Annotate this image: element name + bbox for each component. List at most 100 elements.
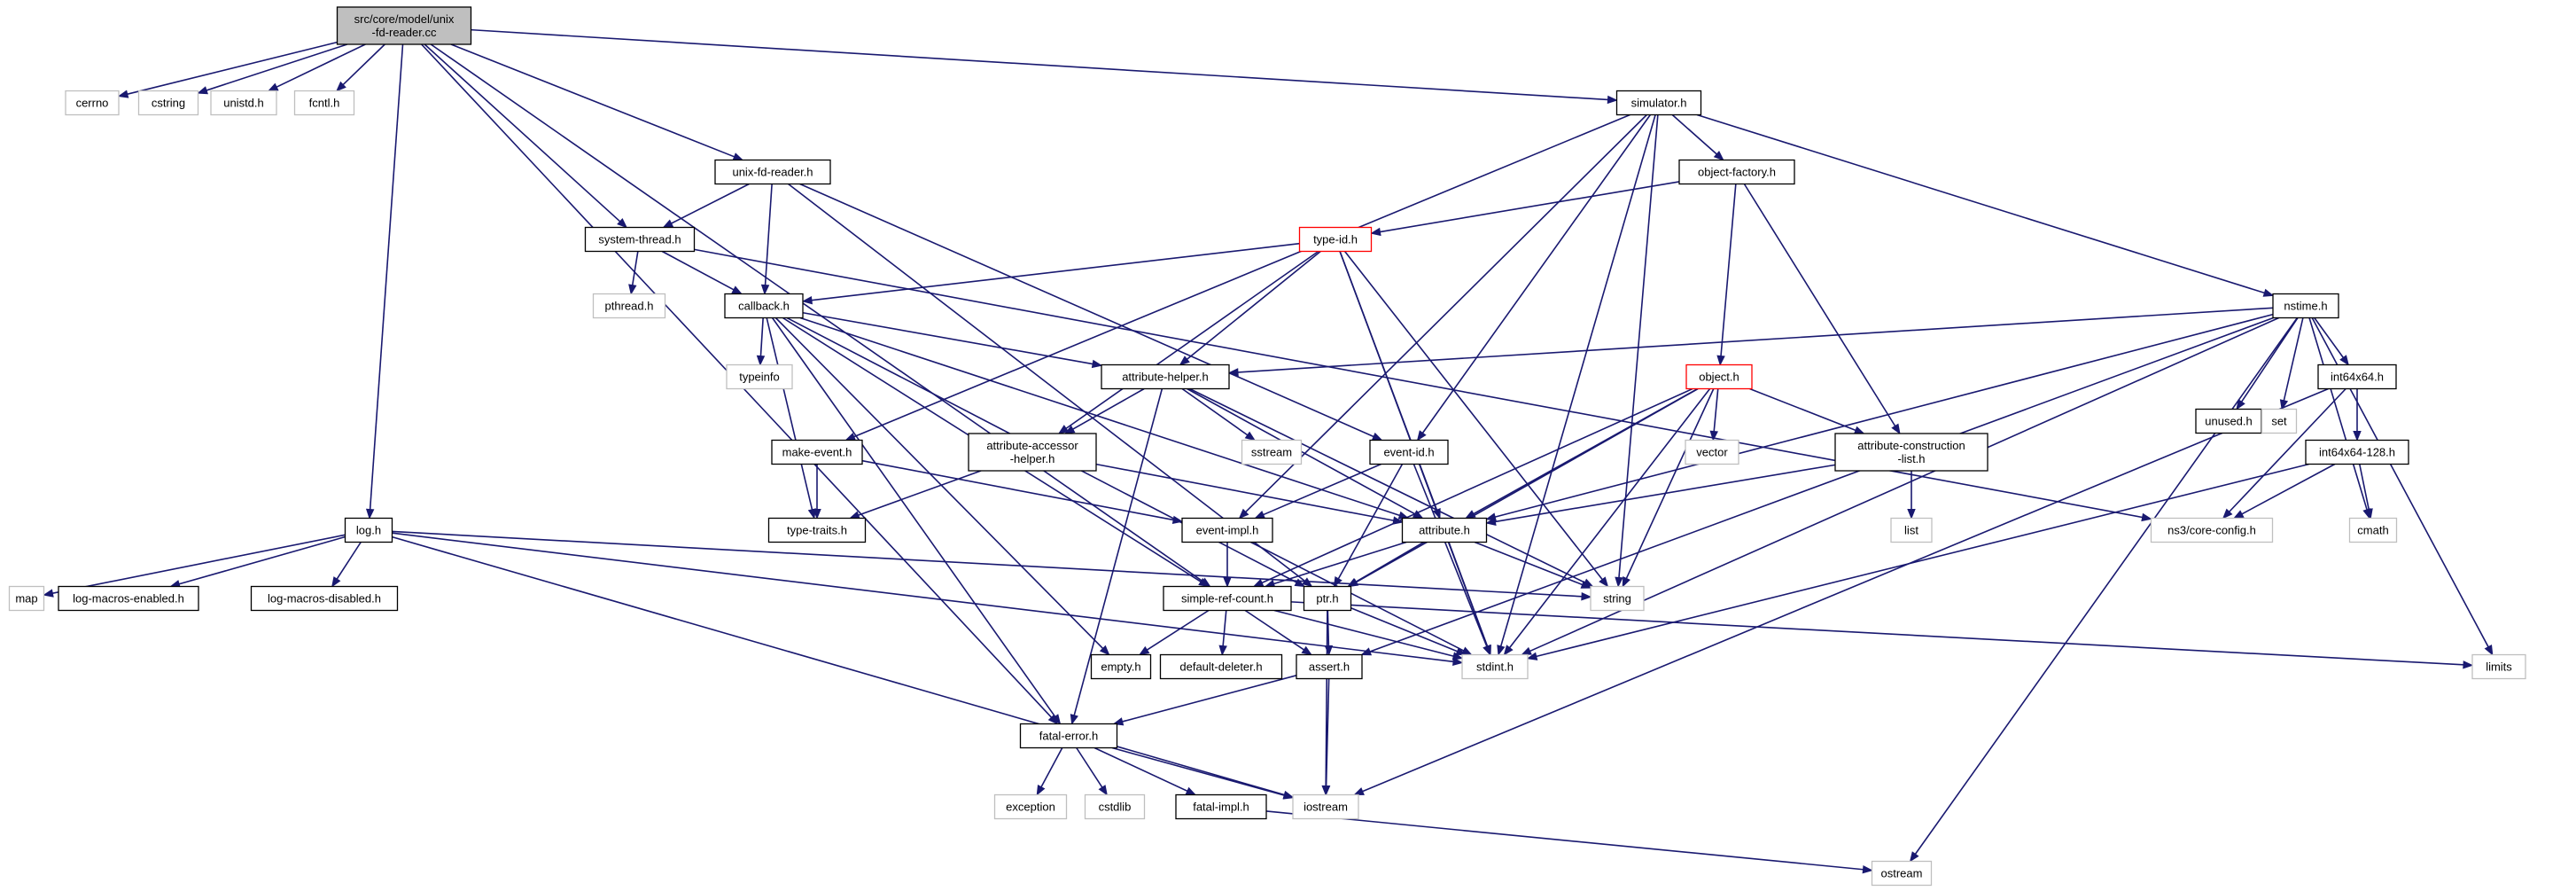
edge-unixfd-to-eventid	[799, 183, 1383, 442]
node-box	[1181, 517, 1273, 543]
edge-systhread-to-coreconfig	[694, 248, 2152, 522]
node-label: callback.h	[738, 300, 790, 313]
node-box	[65, 90, 120, 116]
node-attrcons[interactable]: attribute-construction-list.h	[1834, 433, 1988, 472]
node-simulator[interactable]: simulator.h	[1615, 90, 1702, 116]
node-label: list	[1904, 524, 1918, 537]
node-empty[interactable]: empty.h	[1090, 653, 1152, 680]
arrow-head-icon	[1238, 508, 1249, 520]
node-ptr[interactable]: ptr.h	[1303, 585, 1352, 612]
node-box	[1615, 90, 1702, 116]
node-label: fatal-impl.h	[1193, 801, 1249, 814]
node-box	[58, 585, 199, 612]
node-unixfd[interactable]: unix-fd-reader.h	[714, 159, 831, 185]
node-limits[interactable]: limits	[2471, 653, 2526, 680]
edge-object-to-vector	[1709, 388, 1719, 442]
arrow-head-icon	[1599, 576, 1609, 588]
node-attrhelper[interactable]: attribute-helper.h	[1101, 363, 1230, 390]
node-simplerc[interactable]: simple-ref-count.h	[1163, 585, 1292, 612]
node-logdis[interactable]: log-macros-disabled.h	[250, 585, 399, 612]
arrow-head-icon	[1483, 645, 1491, 656]
node-label: fcntl.h	[309, 97, 340, 110]
node-label: cstdlib	[1099, 801, 1132, 814]
edge-typeid-to-callback	[801, 242, 1300, 305]
node-objfactory[interactable]: object-factory.h	[1678, 159, 1795, 185]
arrow-head-icon	[1301, 645, 1312, 656]
node-box	[137, 90, 199, 116]
node-box	[1292, 793, 1359, 820]
node-cstring[interactable]: cstring	[137, 90, 199, 116]
arrow-head-icon	[2222, 508, 2233, 520]
edge-nstime-to-ostream	[1909, 317, 2299, 863]
node-box	[1590, 585, 1645, 612]
edge-root-to-unistd	[267, 43, 366, 92]
node-sstream[interactable]: sstream	[1241, 439, 1303, 465]
node-systhread[interactable]: system-thread.h	[584, 226, 696, 253]
arrow-head-icon	[2232, 510, 2245, 520]
node-label: log.h	[356, 524, 381, 537]
edge-makeevent-to-eventimpl	[861, 459, 1184, 525]
node-map[interactable]: map	[8, 585, 45, 612]
arrow-head-icon	[1909, 851, 1919, 863]
edge-attrhelper-to-fatalerror	[1070, 388, 1163, 725]
edge-simulator-to-makeevent	[844, 113, 1630, 442]
edge-object-to-attrcons	[1749, 387, 1865, 434]
node-label: unix-fd-reader.h	[732, 166, 813, 179]
edge-object-to-stdint	[1503, 388, 1711, 656]
node-root[interactable]: src/core/model/unix-fd-reader.cc	[336, 6, 472, 45]
node-assert[interactable]: assert.h	[1296, 653, 1363, 680]
edge-attracc-to-typetraits	[849, 470, 982, 520]
edge-callback-to-fatalerror	[771, 317, 1062, 725]
node-label: int64x64.h	[2331, 371, 2384, 384]
node-fcntl[interactable]: fcntl.h	[293, 90, 355, 116]
node-int64[interactable]: int64x64.h	[2317, 363, 2397, 390]
node-pthread[interactable]: pthread.h	[592, 293, 666, 319]
edge-simplerc-to-empty	[1138, 609, 1210, 656]
node-box	[767, 517, 867, 543]
node-eventid[interactable]: event-id.h	[1369, 439, 1449, 465]
node-eventimpl[interactable]: event-impl.h	[1181, 517, 1273, 543]
node-int128[interactable]: int64x64-128.h	[2305, 439, 2409, 465]
node-set[interactable]: set	[2261, 408, 2298, 434]
node-string[interactable]: string	[1590, 585, 1645, 612]
node-cmath[interactable]: cmath	[2348, 517, 2398, 543]
node-typeinfo[interactable]: typeinfo	[726, 363, 793, 390]
node-vector[interactable]: vector	[1685, 439, 1739, 465]
node-ostream[interactable]: ostream	[1871, 860, 1933, 887]
node-cerrno[interactable]: cerrno	[65, 90, 120, 116]
arrow-head-icon	[1353, 787, 1365, 796]
node-logen[interactable]: log-macros-enabled.h	[58, 585, 199, 612]
node-unistd[interactable]: unistd.h	[210, 90, 277, 116]
node-iostream[interactable]: iostream	[1292, 793, 1359, 820]
arrow-head-icon	[117, 90, 129, 98]
node-attribute[interactable]: attribute.h	[1401, 517, 1488, 543]
node-exception[interactable]: exception	[993, 793, 1068, 820]
edge-fatalerror-to-exception	[1036, 747, 1063, 796]
node-callback[interactable]: callback.h	[724, 293, 804, 319]
node-coreconfig[interactable]: ns3/core-config.h	[2150, 517, 2274, 543]
node-makeevent[interactable]: make-event.h	[771, 439, 863, 465]
node-typeid[interactable]: type-id.h	[1298, 226, 1373, 253]
node-fatalimpl[interactable]: fatal-impl.h	[1175, 793, 1267, 820]
node-defdel[interactable]: default-deleter.h	[1159, 653, 1283, 680]
arrow-head-icon	[849, 511, 860, 520]
node-stdint[interactable]: stdint.h	[1461, 653, 1529, 680]
node-nstime[interactable]: nstime.h	[2272, 293, 2339, 319]
node-label: exception	[1006, 801, 1055, 814]
node-label: system-thread.h	[598, 233, 681, 246]
node-object[interactable]: object.h	[1685, 363, 1753, 390]
edge-simulator-to-stdint	[1497, 114, 1656, 656]
node-cstdlib[interactable]: cstdlib	[1084, 793, 1146, 820]
node-fatalerror[interactable]: fatal-error.h	[1019, 723, 1118, 749]
arrow-head-icon	[1218, 645, 1227, 656]
node-unused[interactable]: unused.h	[2195, 408, 2262, 434]
node-label: vector	[1696, 446, 1728, 459]
node-typetraits[interactable]: type-traits.h	[767, 517, 867, 543]
node-list[interactable]: list	[1890, 517, 1933, 543]
node-log[interactable]: log.h	[344, 517, 393, 543]
arrow-head-icon	[2339, 355, 2350, 366]
arrow-head-icon	[1091, 359, 1103, 369]
edge-typeid-to-string	[1343, 251, 1609, 588]
node-attracc[interactable]: attribute-accessor-helper.h	[968, 433, 1097, 472]
